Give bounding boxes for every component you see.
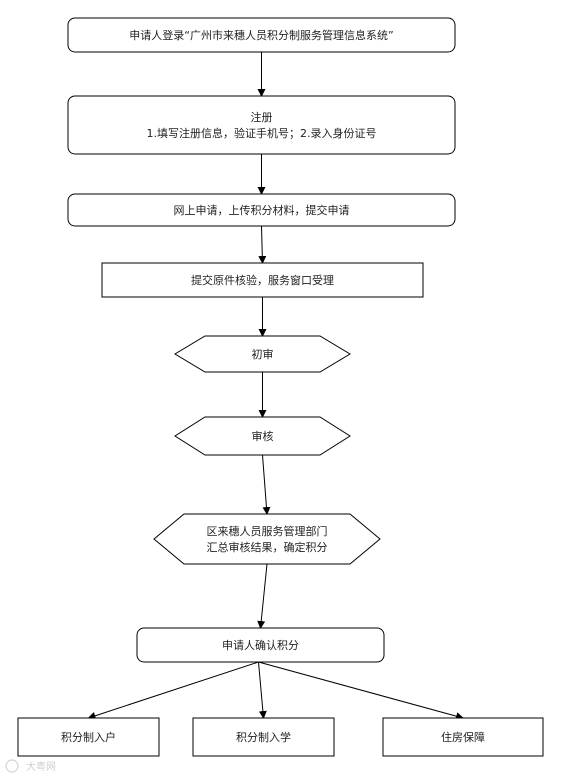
edge-confirm-to-school xyxy=(258,661,267,719)
watermark-text: 大粤网 xyxy=(26,760,56,773)
watermark: 大粤网 xyxy=(5,759,56,773)
node-register-shape xyxy=(67,95,456,155)
flowchart-edges xyxy=(87,52,464,721)
node-verify: 提交原件核验，服务窗口受理 xyxy=(101,262,424,298)
node-apply-label-0: 网上申请，上传积分材料，提交申请 xyxy=(174,203,350,217)
node-first-review-label-0: 初审 xyxy=(252,347,274,361)
flowchart-nodes: 申请人登录“广州市来穗人员积分制服务管理信息系统” 注册 1.填写注册信息，验证手机… xyxy=(17,17,544,757)
edge-confirm-to-housing xyxy=(258,661,464,721)
node-apply-shape xyxy=(67,193,456,227)
node-confirm: 申请人确认积分 xyxy=(136,627,385,663)
node-school-label-0: 积分制入学 xyxy=(236,730,291,744)
node-confirm-shape xyxy=(136,627,385,663)
node-login-shape xyxy=(67,17,456,53)
node-review: 审核 xyxy=(174,416,351,456)
node-review-label-0: 审核 xyxy=(252,429,274,443)
node-household: 积分制入户 xyxy=(17,717,160,757)
node-household-shape xyxy=(17,717,160,757)
node-apply: 网上申请，上传积分材料，提交申请 xyxy=(67,193,456,227)
node-verify-shape xyxy=(101,262,424,298)
node-register: 注册 1.填写注册信息，验证手机号；2.录入身份证号 xyxy=(67,95,456,155)
node-school: 积分制入学 xyxy=(192,717,335,757)
node-housing: 住房保障 xyxy=(382,717,544,757)
node-register-label-0: 注册 xyxy=(251,110,273,124)
node-first-review-shape xyxy=(174,335,351,373)
node-district-label-1: 汇总审核结果，确定积分 xyxy=(207,540,328,554)
edge-apply-to-verify xyxy=(258,225,267,264)
node-housing-shape xyxy=(382,717,544,757)
node-login-label-0: 申请人登录“广州市来穗人员积分制服务管理信息系统” xyxy=(129,28,393,42)
node-district-label-0: 区来穗人员服务管理部门 xyxy=(207,524,328,538)
node-register-label-1: 1.填写注册信息，验证手机号；2.录入身份证号 xyxy=(147,126,377,140)
edge-confirm-to-household xyxy=(87,661,259,720)
edge-review-to-district xyxy=(262,454,271,515)
node-verify-label-0: 提交原件核验，服务窗口受理 xyxy=(191,273,334,287)
node-housing-label-0: 住房保障 xyxy=(441,730,485,744)
node-confirm-label-0: 申请人确认积分 xyxy=(222,639,299,652)
node-household-label-0: 积分制入户 xyxy=(61,730,116,744)
node-school-shape xyxy=(192,717,335,757)
node-district-shape xyxy=(153,513,381,565)
node-login: 申请人登录“广州市来穗人员积分制服务管理信息系统” xyxy=(67,17,456,53)
edge-district-to-confirm xyxy=(257,563,268,629)
node-review-shape xyxy=(174,416,351,456)
watermark-logo-icon xyxy=(5,759,19,773)
node-first-review: 初审 xyxy=(174,335,351,373)
